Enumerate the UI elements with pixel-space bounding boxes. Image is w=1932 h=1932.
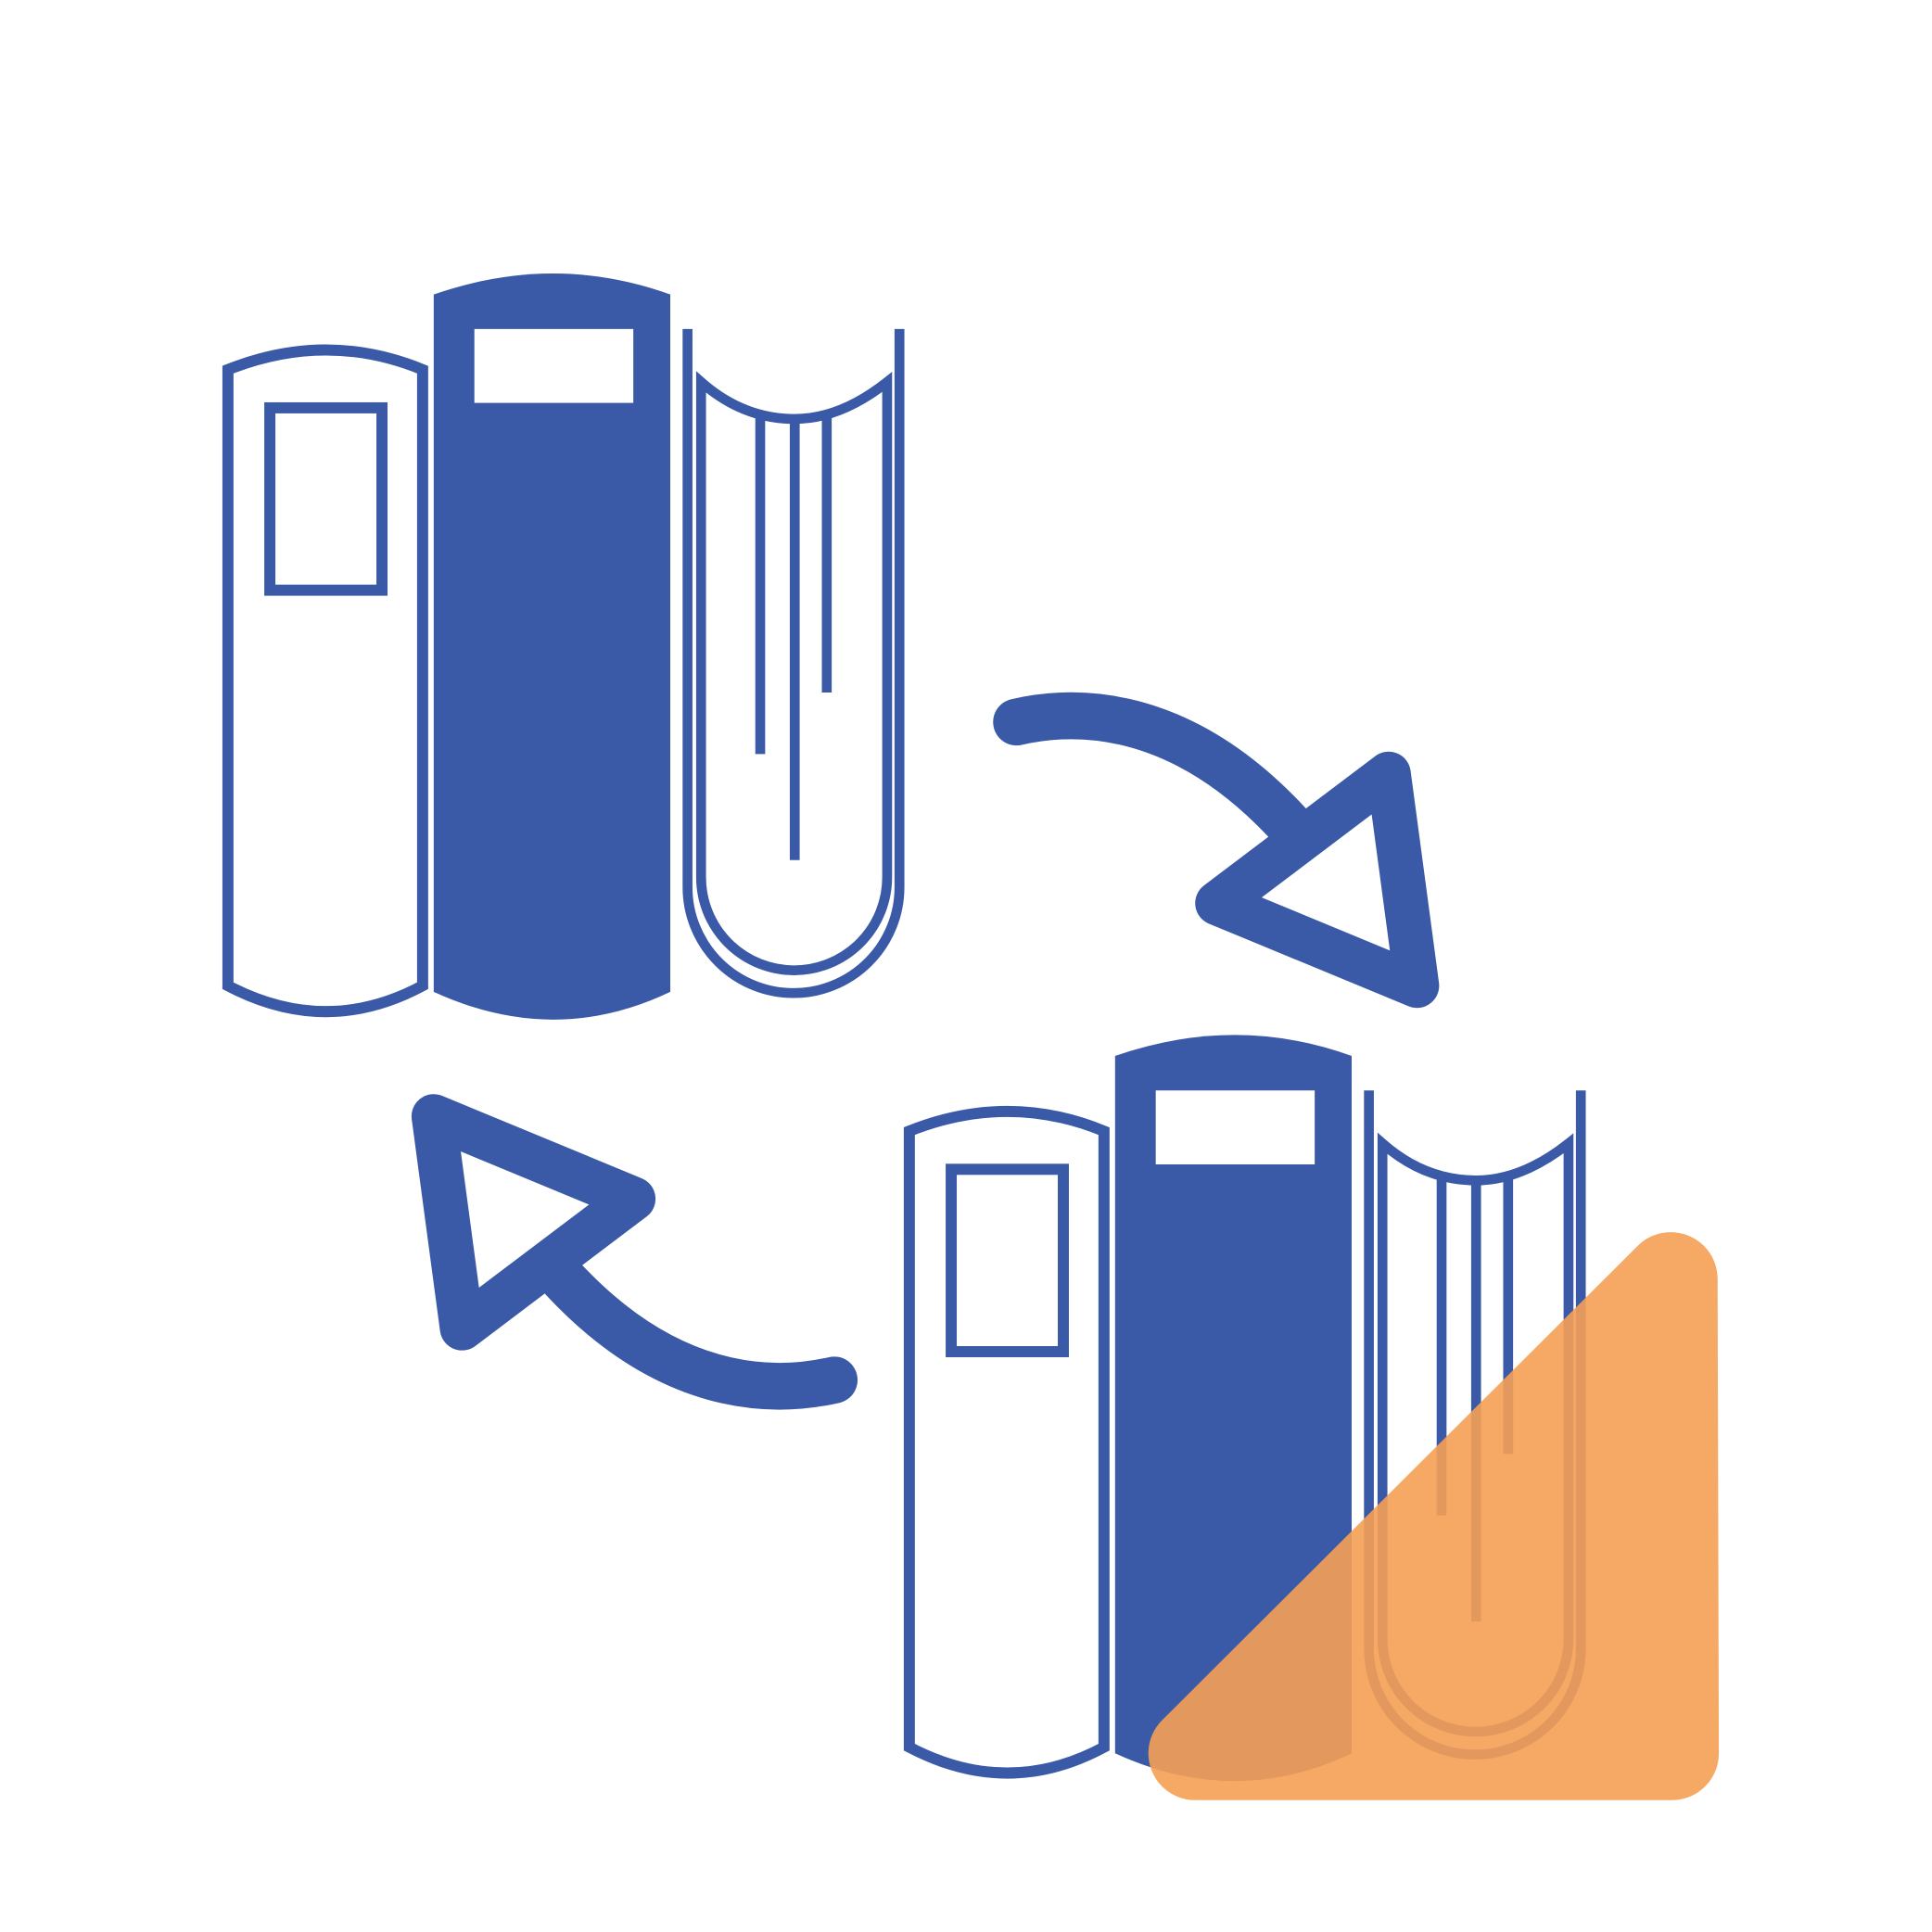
books-group-source xyxy=(228,273,899,1020)
arrow-back-icon xyxy=(434,1116,834,1386)
arrow-forward-icon xyxy=(1016,716,1417,985)
highlight-triangle xyxy=(1148,1232,1720,1800)
